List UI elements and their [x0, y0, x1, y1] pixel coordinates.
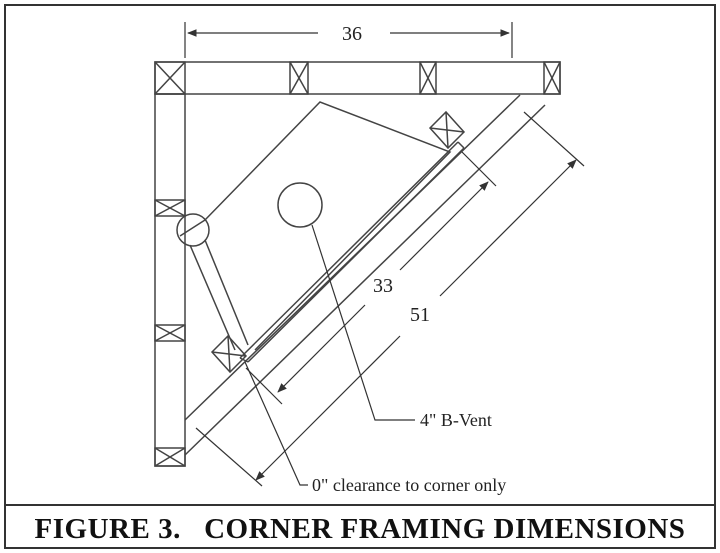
dimension-top-label: 36: [342, 23, 362, 45]
top-wall: [154, 61, 561, 95]
b-vent-circle: [277, 182, 323, 228]
figure-caption: FIGURE 3. CORNER FRAMING DIMENSIONS: [35, 513, 686, 545]
diagonal-wall: [184, 94, 546, 456]
vent-leader: [311, 224, 415, 421]
dimension-outer-diagonal: [195, 111, 585, 487]
vent-callout: 4" B-Vent: [420, 410, 492, 430]
clearance-leader: [244, 361, 308, 486]
dimension-outer-label: 51: [410, 304, 430, 326]
dimension-inner-diagonal: [245, 151, 497, 405]
fireplace-unit: [176, 101, 465, 363]
dimension-top: [184, 22, 513, 58]
clearance-callout: 0" clearance to corner only: [312, 475, 506, 495]
left-wall: [154, 93, 186, 467]
dimension-inner-label: 33: [373, 275, 393, 297]
figure-border: [4, 4, 716, 549]
